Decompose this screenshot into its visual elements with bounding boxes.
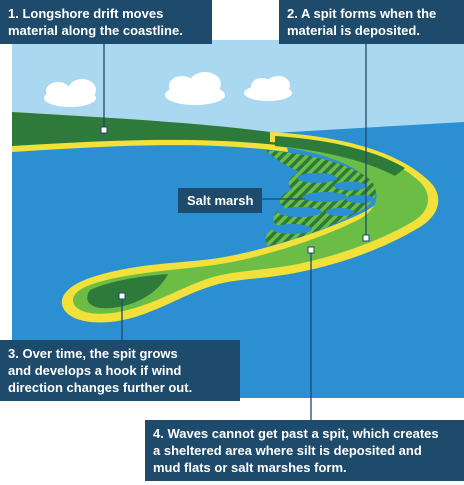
- callout-hook-line-1: 3. Over time, the spit grows: [8, 346, 178, 361]
- hook-end: [87, 274, 168, 309]
- cloud-right: [244, 76, 292, 101]
- callout-spit-forms-line-2: material is deposited.: [287, 23, 420, 38]
- spit-upper-land: [275, 136, 405, 176]
- mainland: [12, 112, 286, 146]
- cloud-middle: [165, 72, 225, 105]
- label-salt-marsh-text: Salt marsh: [187, 193, 254, 208]
- leader-dot-1: [100, 126, 108, 134]
- leader-dot-2: [362, 234, 370, 242]
- callout-longshore-drift-line-2: material along the coastline.: [8, 23, 183, 38]
- callout-waves: 4. Waves cannot get past a spit, which c…: [145, 420, 464, 481]
- callout-longshore-drift-line-1: 1. Longshore drift moves: [8, 6, 164, 21]
- tidal-creeks: [272, 173, 374, 234]
- callout-waves-line-3: mud flats or salt marshes form.: [153, 460, 347, 475]
- callout-hook-line-3: direction changes further out.: [8, 380, 193, 395]
- callout-hook-line-2: and develops a hook if wind: [8, 363, 182, 378]
- leader-dots: [100, 126, 370, 300]
- leader-dot-3: [118, 292, 126, 300]
- leader-dot-4: [307, 246, 315, 254]
- callout-spit-forms: 2. A spit forms when the material is dep…: [279, 0, 464, 44]
- callout-waves-line-2: a sheltered area where silt is deposited…: [153, 443, 422, 458]
- cloud-left: [44, 79, 96, 107]
- callout-spit-forms-line-1: 2. A spit forms when the: [287, 6, 437, 21]
- callout-waves-line-1: 4. Waves cannot get past a spit, which c…: [153, 426, 439, 441]
- label-salt-marsh: Salt marsh: [178, 188, 263, 213]
- callout-hook: 3. Over time, the spit grows and develop…: [0, 340, 240, 401]
- callout-longshore-drift: 1. Longshore drift moves material along …: [0, 0, 212, 44]
- leader-lines: [103, 40, 367, 420]
